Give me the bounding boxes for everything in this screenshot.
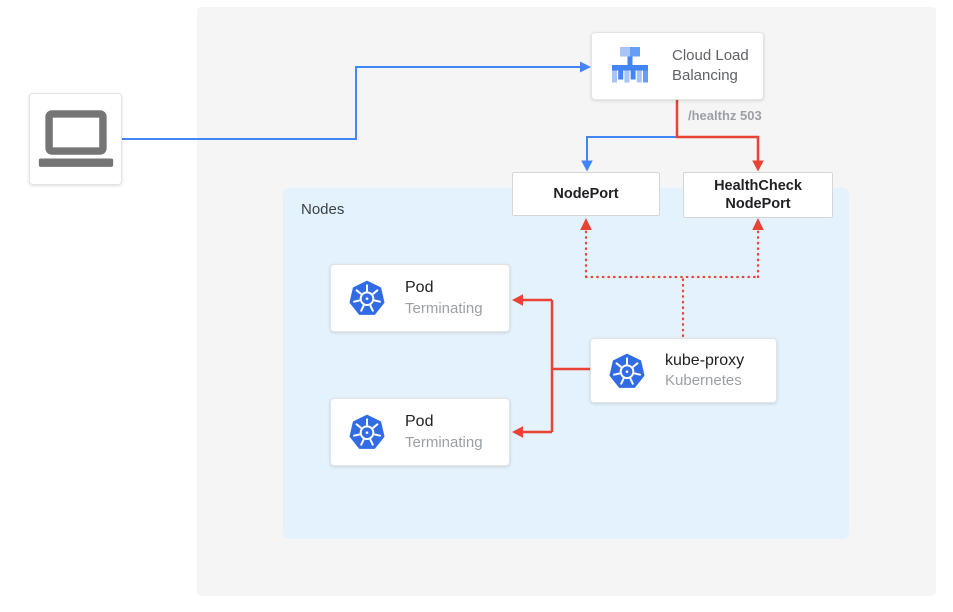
pod-label: Pod	[405, 413, 434, 431]
healthcheck-nodeport-node: HealthCheck NodePort	[683, 172, 833, 218]
healthcheck-nodeport-label: HealthCheck NodePort	[714, 177, 802, 212]
laptop-icon	[37, 110, 115, 168]
pod-label: Pod	[405, 279, 434, 297]
kubernetes-icon	[347, 278, 387, 318]
cloud-load-balancing-label: Cloud Load Balancing	[672, 46, 749, 84]
kubernetes-icon	[347, 412, 387, 452]
pod-node: Pod Terminating	[330, 398, 510, 466]
client-node	[29, 93, 122, 185]
pod-status: Terminating	[405, 433, 483, 451]
pod-status: Terminating	[405, 299, 483, 317]
cloud-load-balancing-node: Cloud Load Balancing	[591, 32, 764, 100]
kubernetes-icon	[607, 351, 647, 391]
nodes-group-label: Nodes	[301, 201, 345, 218]
nodeport-label: NodePort	[553, 185, 619, 202]
nodeport-node: NodePort	[512, 172, 660, 216]
cloud-load-balancing-icon	[608, 46, 652, 86]
healthz-annotation: /healthz 503	[688, 108, 762, 123]
kube-proxy-label: kube-proxy	[665, 351, 745, 369]
pod-node: Pod Terminating	[330, 264, 510, 332]
kube-proxy-sublabel: Kubernetes	[665, 372, 742, 390]
kube-proxy-node: kube-proxy Kubernetes	[590, 338, 777, 403]
